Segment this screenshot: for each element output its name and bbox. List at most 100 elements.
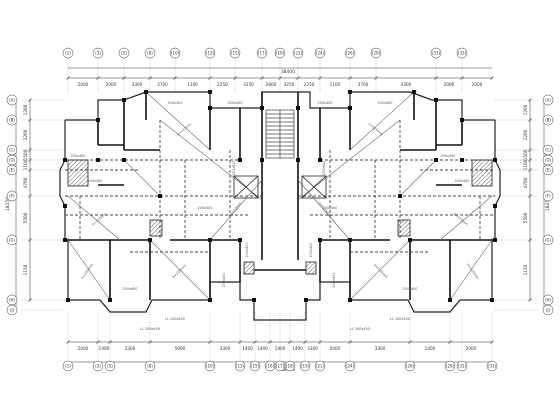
axis-bubble-label: (18) [286,363,295,368]
axis-bubble-label: (26) [346,50,355,55]
axis-bubble-label: (J) [10,307,15,312]
beam-label: 200x400 [222,273,226,288]
dimension-tick [528,168,532,172]
dimension-tick [66,76,70,80]
axis-bubble [6,164,18,176]
column [412,90,416,94]
dimension-tick [208,76,212,80]
column [63,238,67,242]
dimension-tick [303,340,307,344]
axis-bubble-label: (21) [294,50,303,55]
axis-bubble-label: (B) [9,117,15,122]
column [252,298,256,302]
dimension-text: 1100 [330,82,341,87]
dimension-text: 2200 [523,129,528,140]
dimension-tick [528,194,532,198]
dimension-tick [528,118,532,122]
dimension-text: 1500 [523,149,528,160]
axis-bubble [249,360,261,372]
dimension-tick [66,340,70,344]
column [493,204,497,208]
dimension-tick [374,76,378,80]
axis-bubble-label: (H) [9,297,16,302]
beam-label: 200x400 [378,101,393,105]
column [398,194,402,198]
dimension-text: 1150 [523,264,528,275]
axis-bubble [104,360,116,372]
axis-bubble [314,47,326,59]
axis-bubble [444,360,456,372]
axis-bubble-label: (29) [372,50,381,55]
axis-bubble [344,47,356,59]
dimension-text: 2800 [266,82,277,87]
axis-bubble-label: (E) [9,167,15,172]
axis-bubble-label: (15) [251,363,260,368]
beam-label: 200x400 [309,243,313,258]
axis-bubble-label: (A) [9,97,15,102]
axis-bubble [542,234,554,246]
axis-bubble [144,47,156,59]
dimension-text: 1400 [292,346,303,351]
dimension-tick [28,158,32,162]
axis-bubble-label: (15) [231,50,240,55]
beam-label: 250x600 [403,287,418,291]
axis-bubble [92,360,104,372]
axis-bubble-label: (19) [301,363,310,368]
dimension-text: 3250 [284,82,295,87]
dimension-tick [528,238,532,242]
dimension-text: 4700 [23,177,28,188]
dimension-text: 5000 [175,346,186,351]
axis-bubble-label: (13) [206,50,215,55]
dimension-tick [528,148,532,152]
axis-bubble [542,190,554,202]
column [144,90,148,94]
axis-bubble [144,360,156,372]
beam-label: LL 200x400 [390,317,410,321]
dimension-text: 1100 [187,82,198,87]
dimension-tick [28,168,32,172]
column [63,204,67,208]
axis-bubble [62,47,74,59]
axis-bubble-label: (10) [171,50,180,55]
column [348,90,352,94]
column [493,238,497,242]
axis-bubble-label: (21) [316,363,325,368]
axis-bubble [284,360,296,372]
column [348,298,352,302]
dimension-text: 3300 [375,346,386,351]
column [434,98,438,102]
column [238,158,242,162]
axis-bubble-label: (24) [316,50,325,55]
dimension-tick [96,76,100,80]
axis-bubble-label: (17) [276,363,285,368]
dimension-text: 2250 [217,82,228,87]
dimension-text: 2000 [106,82,117,87]
dimension-tick [253,340,257,344]
axis-bubble-label: (B) [545,117,551,122]
dimension-text: 2000 [472,82,483,87]
column [304,298,308,302]
dimension-tick [348,76,352,80]
beam-label: LL 200x400 [165,317,185,321]
axis-bubble-label: (A) [545,97,551,102]
axis-bubble [344,360,356,372]
column [260,106,264,110]
dimension-text: 2000 [444,82,455,87]
axis-bubbles: (1)(3)(5)(8)(10)(13)(15)(17)(19)(21)(24)… [6,47,554,372]
dimension-text: 2250 [304,82,315,87]
beam-label: LL 200x400 [350,327,370,331]
dimension-tick [28,298,32,302]
column [108,298,112,302]
axis-bubble-label: (D) [9,157,16,162]
axis-grid [22,58,538,360]
axis-bubble-label: (G) [9,237,16,242]
dimension-text: 3700 [358,82,369,87]
dimension-tick [148,340,152,344]
elevator-shafts [233,175,327,199]
dimension-text: 1400 [275,346,286,351]
axis-bubble [292,47,304,59]
axis-bubble [370,47,382,59]
axis-bubble-label: (31) [458,363,467,368]
dimension-tick [528,98,532,102]
column [63,158,67,162]
